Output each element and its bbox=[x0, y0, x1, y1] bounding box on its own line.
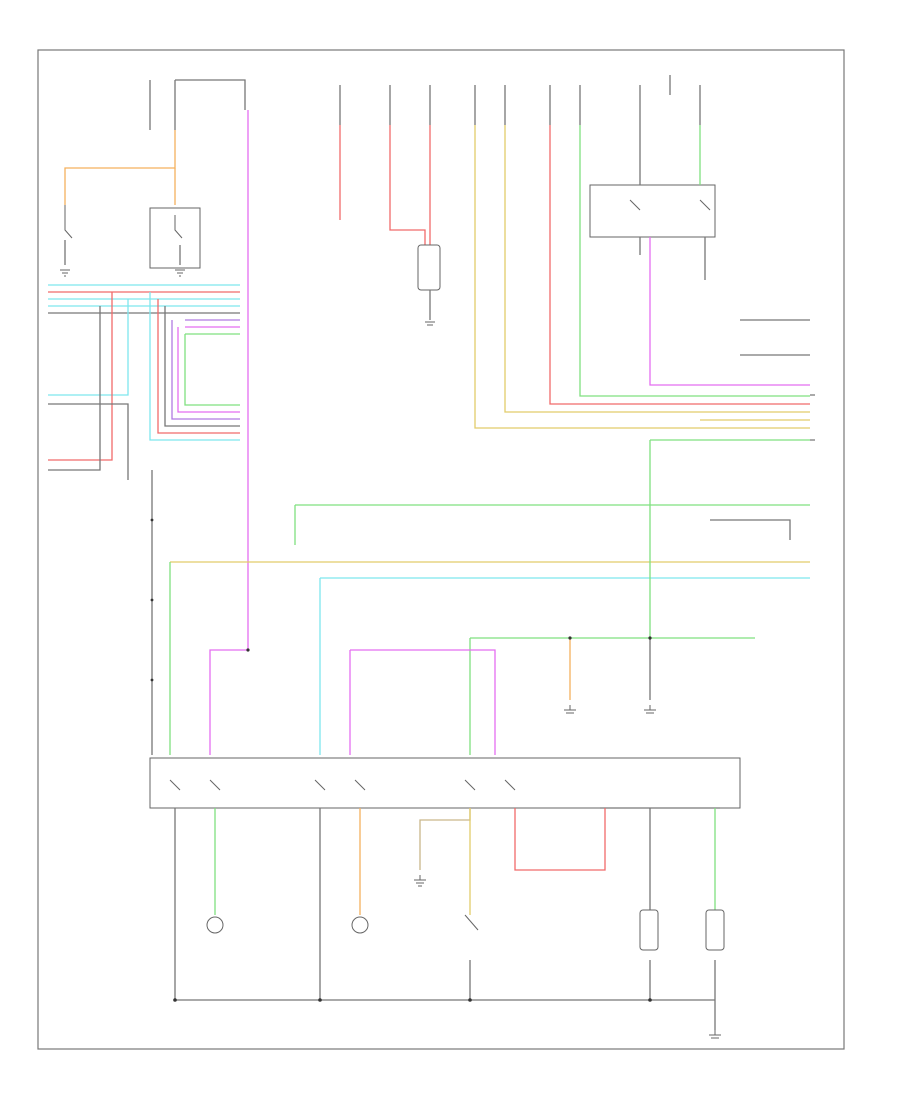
right-harness bbox=[474, 125, 815, 441]
ground-symbol-icon bbox=[414, 705, 721, 1039]
connector-nodes bbox=[173, 636, 652, 1002]
lamps bbox=[206, 909, 725, 951]
right-door-switch-box bbox=[149, 207, 201, 269]
mid-buses bbox=[169, 440, 810, 755]
lamp-box-b bbox=[705, 909, 725, 951]
left-lamp bbox=[206, 916, 224, 934]
top-fuse-feeds bbox=[149, 75, 701, 130]
center-module bbox=[339, 125, 441, 326]
door-switches-left bbox=[60, 130, 201, 277]
lower-feeds bbox=[174, 808, 716, 1030]
connector-block-left bbox=[48, 284, 240, 480]
diagram-frame bbox=[37, 49, 845, 1050]
right-lamp bbox=[351, 916, 369, 934]
right-relay-group bbox=[589, 125, 810, 386]
lamp-box-a bbox=[639, 909, 659, 951]
lower-switch-panel bbox=[149, 649, 741, 809]
module-box bbox=[417, 244, 441, 291]
